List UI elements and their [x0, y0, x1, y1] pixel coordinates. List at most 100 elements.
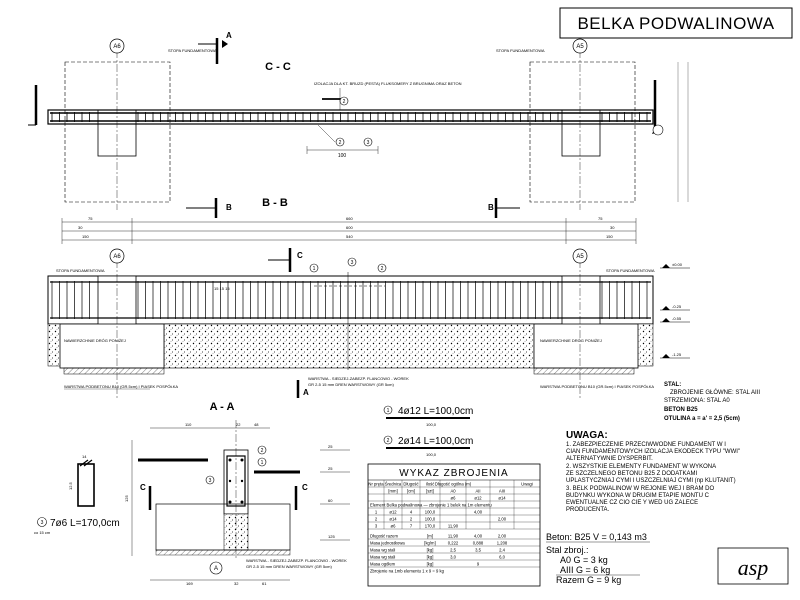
section-aa-title: A - A: [210, 401, 235, 413]
table-summary-aiii: 6,0: [499, 554, 505, 559]
table-body-cell: 100,0: [425, 516, 436, 521]
uwaga-line-5: ZE SZCZELNEGO BETONU B25 Z DODATKAMI: [566, 471, 697, 477]
table-summary-a0: 2,5: [450, 547, 456, 552]
uwaga-line-1: 1. ZABEZPIECZENIE PRZECIWWODNE FUNDAMENT…: [566, 442, 726, 448]
bb-level-3: -0.55: [672, 316, 682, 321]
table-header-cell: AIII: [499, 488, 505, 493]
table-summary-aiii: 1,208: [497, 540, 508, 545]
bb-stirrups: [51, 281, 648, 319]
table-body-cell: 2: [410, 516, 413, 521]
title-box: [559, 7, 793, 39]
bar-1-length: 100,0: [426, 422, 437, 427]
bb-level-2: -0.25: [672, 304, 682, 309]
table-header-cell: Ilość: [426, 481, 435, 486]
materials-cover: OTULINA a = a' = 2,5 (5cm): [664, 416, 740, 422]
aa-dim-bot-1: 169: [186, 581, 193, 586]
table-header-cell: [mm]: [388, 488, 397, 493]
table-summary-a0: 11,90: [448, 533, 459, 538]
table-summary-label: Masa ogółem: [370, 561, 396, 566]
uwaga-line-4: 2. WSZYSTKIE ELEMENTY FUNDAMENT W WYKONA: [566, 464, 716, 470]
table-header-cell: ø14: [498, 495, 506, 500]
bar-2-mark: 2: [387, 438, 390, 444]
aa-dim-bot-3: 61: [262, 581, 267, 586]
bb-dim-top-center: 660: [346, 216, 353, 221]
section-aa: A - A 110 22 48 2 1 3 C C: [124, 401, 350, 586]
bb-mark-1: 1: [313, 266, 316, 272]
bb-dim-top-left: 75: [88, 216, 93, 221]
table-body-cell: 7: [410, 523, 413, 528]
table-body-cell: 4,00: [474, 509, 483, 514]
cut-c-aa-right: C: [302, 483, 308, 492]
uwaga-block: UWAGA: 1. ZABEZPIECZENIE PRZECIWWODNE FU…: [566, 430, 740, 513]
cut-a-mid-label: A: [303, 388, 309, 397]
table-body-cell: ø14: [389, 516, 397, 521]
cc-footing-label-left: STOPA FUNDAMENTOWA: [168, 48, 217, 53]
bar-3-dim1: 14: [82, 454, 87, 459]
bb-foundation-left: NAWIERZCHNIE DRÓG PONIŻEJ: [64, 338, 126, 343]
summary-aiii: AIII G = 6 kg: [560, 565, 610, 575]
bb-footing-label-left: STOPA FUNDAMENTOWA: [56, 268, 105, 273]
summary-steel-title: Stal zbroj.:: [546, 545, 589, 555]
axis-bubble-a6-top: [109, 38, 125, 54]
aa-bubble-label: A: [214, 566, 218, 572]
cc-mark-2b: 2: [339, 140, 342, 146]
aa-height-2: 25: [328, 466, 333, 471]
table-header-cell: Długość ogólna (m): [435, 481, 472, 486]
table-summary-label: Masa wg stali: [370, 554, 395, 559]
table-summary-a0: 0,222: [448, 540, 459, 545]
aa-dim-bot-2: 32: [234, 581, 239, 586]
table-header-cell: Średnica: [385, 481, 402, 486]
table-header-cell: Uwagi: [521, 481, 533, 486]
table-header-cell: A0: [450, 488, 456, 493]
uwaga-line-6: UPLASTYCZNIAJ CYMI I USZCZELNIAJ CYMI (n…: [566, 478, 736, 484]
section-bb: NAWIERZCHNIE DRÓG PONIŻEJ NAWIERZCHNIE D…: [47, 248, 690, 400]
bb-bedding-left: WARSTWA PODBETONU B10 (GR.5cm) I PIASEK …: [64, 384, 178, 389]
bb-footing-label-right: STOPA FUNDAMENTOWA: [606, 268, 655, 273]
table-body-cell: 2: [375, 516, 378, 521]
aa-left-height: 125: [124, 495, 129, 502]
cc-dim-width: 100: [338, 153, 347, 159]
table-header-cell: [szt]: [426, 488, 434, 493]
table-header-cell: [cm]: [407, 488, 415, 493]
summary-total: Razem G = 9 kg: [556, 575, 621, 585]
drawing-title: BELKA PODWALINOWA: [577, 14, 774, 33]
summary-a0: A0 G = 3 kg: [560, 555, 608, 565]
table-header-cell: Nr pręta: [368, 481, 384, 486]
table-body-cell: 1: [375, 509, 378, 514]
bar-shapes: 1 4ø12 L=100,0cm 100,0 2 2ø14 L=100,0cm …: [34, 405, 473, 535]
logo-text: asp: [738, 555, 769, 580]
table-summary-a0: 3,0: [450, 554, 456, 559]
table-body-cell: ø6: [391, 523, 397, 528]
bb-dim-mid-center: 600: [346, 225, 353, 230]
table-header-cell: ø6: [451, 495, 457, 500]
bb-dim-bot-left: 150: [82, 234, 89, 239]
bb-bedding-center: WARSTWA - SIEDZEJ-ZABEZP. FLANCOWO - WOR…: [308, 376, 409, 381]
aa-mark-3: 3: [209, 478, 212, 484]
bb-bedding-right: WARSTWA PODBETONU B10 (GR.5cm) I PIASEK …: [540, 384, 654, 389]
bb-level-1: ±0.00: [672, 262, 683, 267]
summary-block: Beton: B25 V = 0,143 m3 Stal zbroj.: A0 …: [546, 532, 650, 585]
cut-markers-bb: B B - B B: [186, 197, 520, 218]
aa-bedding: WARSTWA - SIEDZEJ-ZABEZP. FLANCOWO - WOR…: [246, 558, 347, 563]
bb-dim-top-right: 75: [598, 216, 603, 221]
table-summary-unit: [kg/m]: [424, 540, 435, 545]
table-summary-unit: [kg]: [427, 547, 434, 552]
company-logo: asp: [717, 547, 789, 585]
section-cc: A6 A5 C - C A A IZOLACJA DLA KT. BRUZD (…: [28, 31, 689, 210]
bar-3-spacing: co 15 cm: [34, 530, 51, 535]
table-summary-aii: 4,00: [474, 533, 483, 538]
bb-mark-2: 2: [381, 266, 384, 272]
table-grid: [368, 480, 540, 568]
table-summary-label: Masa wg stali: [370, 547, 395, 552]
cc-insulation-note: IZOLACJA DLA KT. BRUZD (PESTA) FLUKSOMER…: [314, 81, 462, 86]
uwaga-line-10: PRODUCENTA.: [566, 507, 610, 513]
materials-steel-stirrups: STRZEMIONA: STAL A0: [664, 398, 730, 404]
cut-c-label-bb: C: [297, 251, 303, 260]
aa-bedding-2: GR 2-5 15 mm DREN WARSTWOWY (GR 5cm): [246, 564, 332, 569]
table-body-cell: ø12: [389, 509, 397, 514]
table-body-cell: 4: [410, 509, 413, 514]
table-summary-unit: [kg]: [427, 554, 434, 559]
table-element-row: Element Belka podwalinowa — zbrojenie 1 …: [370, 502, 492, 507]
materials-steel-label: STAL:: [664, 382, 681, 388]
bb-mark-3: 3: [351, 260, 354, 266]
